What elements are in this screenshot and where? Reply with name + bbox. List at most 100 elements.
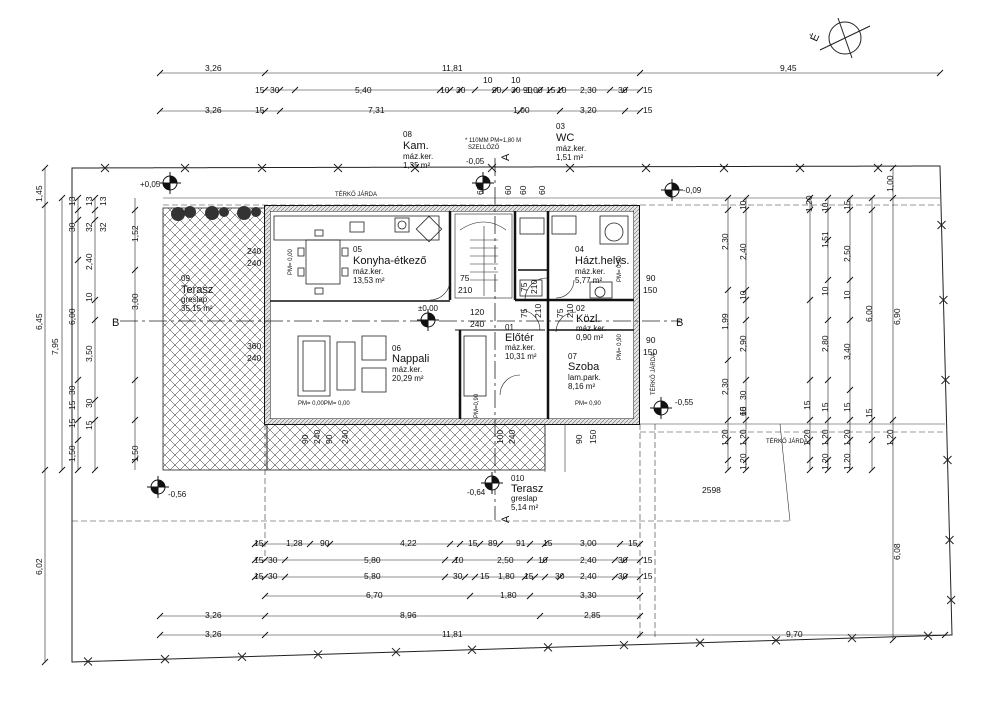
room-06-name: Nappali (392, 353, 429, 365)
room-09-name: Terasz (181, 284, 213, 296)
pm-living: PM= 0,00PM= 0,00 (298, 401, 350, 407)
level-7: -0,64 (467, 488, 486, 497)
dim-left-outer-1: 1,45 (34, 185, 44, 202)
dim-right-c1-6: 1,20 (738, 453, 748, 470)
open-bottom-6: 240 (507, 430, 517, 444)
level-5: -0,55 (675, 398, 694, 407)
dim-tick (846, 276, 854, 284)
top-dimensions: 3,26 11,81 9,45 15 30 5,40 10 30 10 90 3… (205, 63, 797, 115)
dim-left-c4-2: 32 (98, 222, 108, 232)
dim-right-c6-4: 6,08 (892, 543, 902, 560)
dim-top-2-14: 2,30 (580, 85, 597, 95)
dimension-ticks (41, 69, 949, 666)
boundary-x-mark (847, 633, 857, 643)
dim-right-c2-3: 10 (738, 200, 748, 210)
dim-tick (806, 194, 814, 202)
dim-top-2-4: 10 (440, 85, 450, 95)
section-a-bottom: A (500, 515, 512, 523)
terrace-09-paving (162, 207, 268, 471)
dim-tick (291, 86, 299, 94)
dim-tick (436, 86, 444, 94)
dim-tick (496, 540, 504, 548)
room-06-floor: máz.ker. (392, 365, 422, 374)
dim-top-2-7: 90 (492, 85, 502, 95)
dim-right-c6-1: 1,00 (885, 175, 895, 192)
dim-left-outer-4: 6,02 (34, 558, 44, 575)
section-markers: A A B B (112, 153, 683, 523)
open-bottom-8: 150 (588, 430, 598, 444)
dim-right-c1-4: 1,20 (720, 429, 730, 446)
open-door-v-2: 210 (565, 304, 575, 318)
dim-tick (261, 592, 269, 600)
dim-tick (74, 416, 82, 424)
dim-tick (742, 456, 750, 464)
terrace-front-paving (266, 419, 546, 471)
level-values: +0,05 -0,05 -0,09 ±0,00 -0,55 -0,56 -0,6… (140, 157, 702, 499)
dim-tick (806, 436, 814, 444)
dim-tick (636, 107, 644, 115)
dim-right-c4-2: 2,50 (842, 245, 852, 262)
boundary-x-mark (943, 455, 952, 465)
dim-top-2-3: 5,40 (355, 85, 372, 95)
dim-tick (611, 573, 619, 581)
boundary-x-mark (565, 163, 575, 173)
dim-tick (276, 86, 284, 94)
lot-number: 2598 (702, 485, 721, 495)
dim-tick (889, 436, 897, 444)
dim-tick (156, 631, 164, 639)
dim-right-c2-9: 1,20 (820, 453, 830, 470)
dim-top-2-6: 10 (483, 75, 493, 85)
dim-top-2-10: 90 (523, 85, 533, 95)
dim-tick (546, 86, 554, 94)
boundary-x-mark (946, 595, 956, 605)
north-label: É (807, 31, 822, 43)
room-07-name: Szoba (568, 361, 600, 373)
dim-tick (824, 194, 832, 202)
dim-tick (724, 456, 732, 464)
open-bottom-2: 240 (312, 430, 322, 444)
dim-tick (91, 396, 99, 404)
room-05-area: 13,53 m² (353, 276, 385, 285)
dim-tick (461, 573, 469, 581)
dim-tick (536, 612, 544, 620)
dim-top-2-11: 1,00 (526, 85, 543, 95)
boundary-x-mark (467, 645, 477, 655)
dim-tick (868, 436, 876, 444)
dim-tick (846, 206, 854, 214)
dim-top-2-8: 30 (511, 85, 521, 95)
dim-bot-1-9: 3,00 (580, 538, 597, 548)
open-kitchen-2: 240 (247, 258, 261, 268)
dim-tick (456, 540, 464, 548)
dim-bot-2-3: 5,80 (364, 555, 381, 565)
dim-tick (156, 107, 164, 115)
boundary-x-mark (257, 163, 267, 173)
dim-tick (806, 456, 814, 464)
dim-tick (806, 416, 814, 424)
dim-tick (824, 276, 832, 284)
room-01-entry: 01 Előtér máz.ker. 10,31 m² (505, 323, 537, 361)
dim-bot-6-3: 9,70 (786, 629, 803, 639)
dim-left-c3-4: 15 (67, 400, 77, 410)
dim-right-c1-2: 1,99 (720, 313, 730, 330)
dim-tick (846, 316, 854, 324)
dim-top-2-9: 10 (511, 75, 521, 85)
dim-tick (91, 194, 99, 202)
dim-tick (471, 86, 479, 94)
dim-tick (724, 286, 732, 294)
dim-tick (824, 416, 832, 424)
level-2: -0,05 (466, 157, 485, 166)
dim-tick (636, 69, 644, 77)
dim-tick (846, 466, 854, 474)
dim-bot-3-8: 30 (555, 571, 565, 581)
shrubs (171, 206, 261, 221)
dim-right-c2-8: 1,20 (820, 429, 830, 446)
dim-bot-2-7: 2,40 (580, 555, 597, 565)
dim-tick (824, 236, 832, 244)
dim-bot-2-2: 30 (268, 555, 278, 565)
dim-tick (621, 107, 629, 115)
boundary-x-mark (160, 654, 170, 664)
dim-tick (636, 86, 644, 94)
dim-bot-3-4: 30 (453, 571, 463, 581)
level-marker-cross (650, 397, 672, 419)
dim-bot-2-5: 2,50 (497, 555, 514, 565)
